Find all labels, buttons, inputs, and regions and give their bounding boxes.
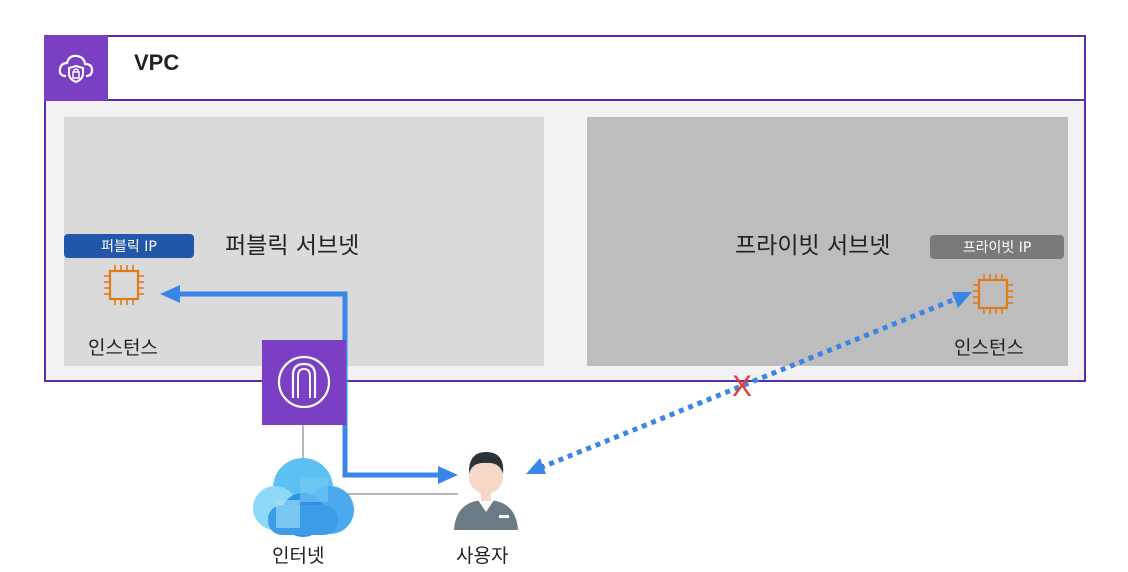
- vpc-title: VPC: [134, 50, 180, 75]
- blocked-route-arrowhead-instance: [952, 292, 972, 308]
- private-instance-chip-icon: [973, 274, 1013, 314]
- vpc-icon: [44, 35, 108, 101]
- user-label: 사용자: [456, 545, 509, 567]
- internet-gateway-icon: [262, 340, 346, 425]
- private-subnet-label: 프라이빗 서브넷: [735, 233, 891, 259]
- blocked-x-marker: X: [732, 370, 752, 403]
- public-ip-badge: 퍼블릭 IP: [64, 234, 194, 258]
- public-subnet-label: 퍼블릭 서브넷: [225, 233, 360, 259]
- public-instance-chip-icon: [104, 265, 144, 305]
- public-route-arrowhead-instance: [160, 285, 180, 303]
- internet-cloud-icon: [253, 458, 354, 537]
- user-avatar-icon: [454, 452, 518, 530]
- internet-label: 인터넷: [272, 545, 325, 567]
- vpc-header: [44, 35, 1086, 101]
- private-instance-label: 인스턴스: [954, 337, 1024, 359]
- public-instance-label: 인스턴스: [88, 337, 158, 359]
- public-route-arrowhead-user: [438, 466, 458, 484]
- blocked-route-arrowhead-user: [526, 458, 546, 474]
- private-ip-badge: 프라이빗 IP: [930, 235, 1064, 259]
